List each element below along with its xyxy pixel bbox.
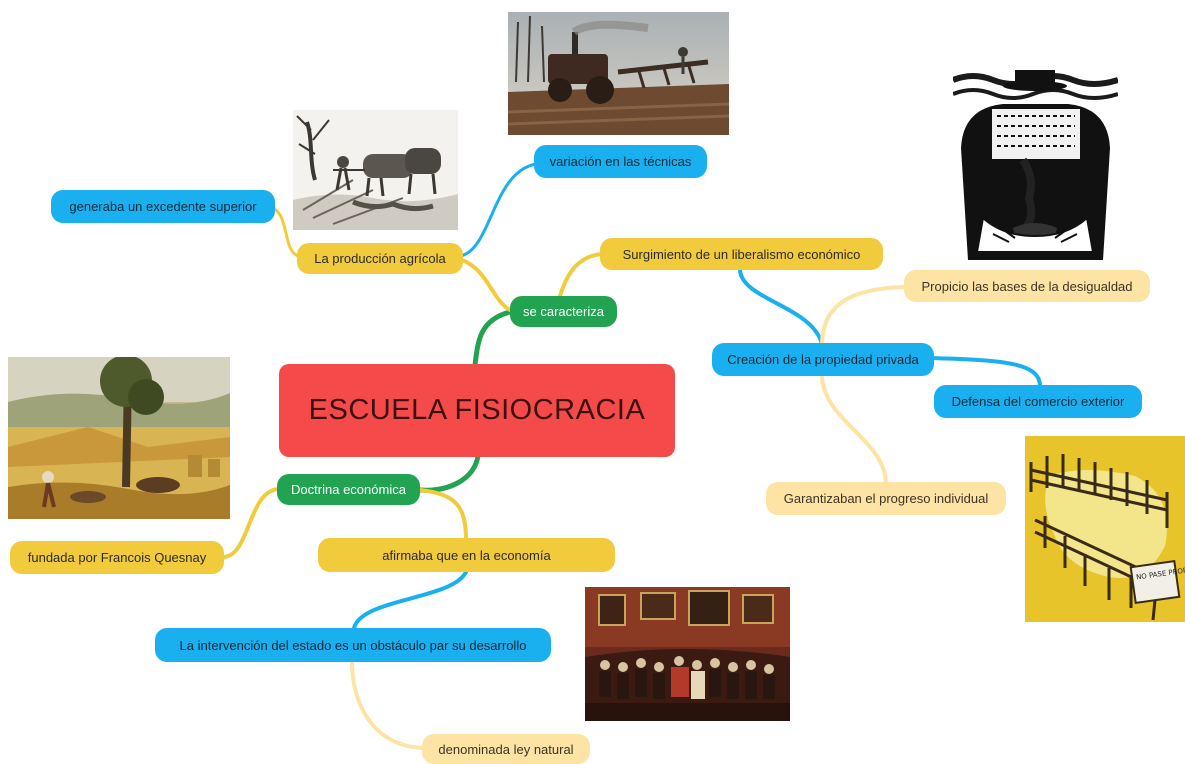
node-desigualdad-label: Propicio las bases de la desigualdad (921, 278, 1133, 294)
fence-cartoon-image: NO PASE PROPIEDAD PRIVADA (1025, 436, 1185, 622)
node-excedente[interactable]: generaba un excedente superior (51, 190, 275, 223)
node-intervencion-estado-label: La intervención del estado es un obstácu… (179, 637, 527, 653)
engraving-plow-drawing (293, 110, 458, 230)
link-propiedad-progreso (820, 373, 888, 486)
node-intervencion-estado[interactable]: La intervención del estado es un obstácu… (155, 628, 551, 662)
link-propiedad-comercio (928, 356, 1042, 388)
capitalist-cartoon-image (953, 68, 1118, 260)
fence-cartoon-drawing: NO PASE PROPIEDAD PRIVADA (1025, 436, 1185, 622)
node-liberalismo-label: Surgimiento de un liberalismo económico (622, 246, 861, 262)
node-desigualdad[interactable]: Propicio las bases de la desigualdad (904, 270, 1150, 302)
link-liberalismo-propiedad (738, 268, 824, 346)
node-doctrina-economica-label: Doctrina económica (291, 482, 406, 497)
link-root-secaracteriza (472, 309, 513, 368)
node-afirmaba[interactable]: afirmaba que en la economía (318, 538, 615, 572)
capitalist-cartoon-drawing (953, 68, 1118, 260)
node-ley-natural[interactable]: denominada ley natural (422, 734, 590, 764)
node-variacion-tecnicas-label: variación en las técnicas (549, 154, 692, 169)
central-topic[interactable]: ESCUELA FISIOCRACIA (279, 364, 675, 457)
node-se-caracteriza-label: se caracteriza (523, 304, 604, 319)
node-progreso-individual[interactable]: Garantizaban el progreso individual (766, 482, 1006, 515)
node-liberalismo[interactable]: Surgimiento de un liberalismo económico (600, 238, 883, 270)
node-comercio-exterior[interactable]: Defensa del comercio exterior (934, 385, 1142, 418)
harvest-painting-drawing (8, 357, 230, 519)
node-doctrina-economica[interactable]: Doctrina económica (277, 474, 420, 505)
steam-plow-drawing (508, 12, 729, 135)
salon-painting-drawing (585, 587, 790, 721)
node-excedente-label: generaba un excedente superior (69, 199, 257, 214)
steam-plow-image (508, 12, 729, 135)
node-comercio-exterior-label: Defensa del comercio exterior (951, 394, 1125, 409)
node-propiedad-privada-label: Creación de la propiedad privada (727, 352, 919, 367)
node-quesnay[interactable]: fundada por Francois Quesnay (10, 541, 224, 574)
central-topic-label: ESCUELA FISIOCRACIA (308, 394, 646, 426)
node-afirmaba-label: afirmaba que en la economía (382, 547, 551, 563)
node-produccion-agricola-label: La producción agrícola (314, 251, 446, 266)
node-quesnay-label: fundada por Francois Quesnay (27, 550, 207, 565)
link-afirmaba-intervencion (352, 570, 468, 630)
node-progreso-individual-label: Garantizaban el progreso individual (783, 491, 989, 506)
link-secar-liberalismo (558, 252, 604, 298)
link-produccion-variacion (458, 162, 538, 258)
link-intervencion-ley (350, 660, 426, 750)
link-doctrina-afirmaba (418, 488, 468, 542)
node-variacion-tecnicas[interactable]: variación en las técnicas (534, 145, 707, 178)
node-produccion-agricola[interactable]: La producción agrícola (297, 243, 463, 274)
link-root-doctrina (417, 453, 481, 493)
engraving-plow-image (293, 110, 458, 230)
node-ley-natural-label: denominada ley natural (438, 741, 574, 757)
link-secar-produccion (460, 258, 512, 312)
salon-painting-image (585, 587, 790, 721)
link-propiedad-desigualdad (820, 285, 908, 347)
harvest-painting-image (8, 357, 230, 519)
node-se-caracteriza[interactable]: se caracteriza (510, 296, 617, 327)
node-propiedad-privada[interactable]: Creación de la propiedad privada (712, 343, 934, 376)
link-doctrina-quesnay (222, 487, 280, 559)
